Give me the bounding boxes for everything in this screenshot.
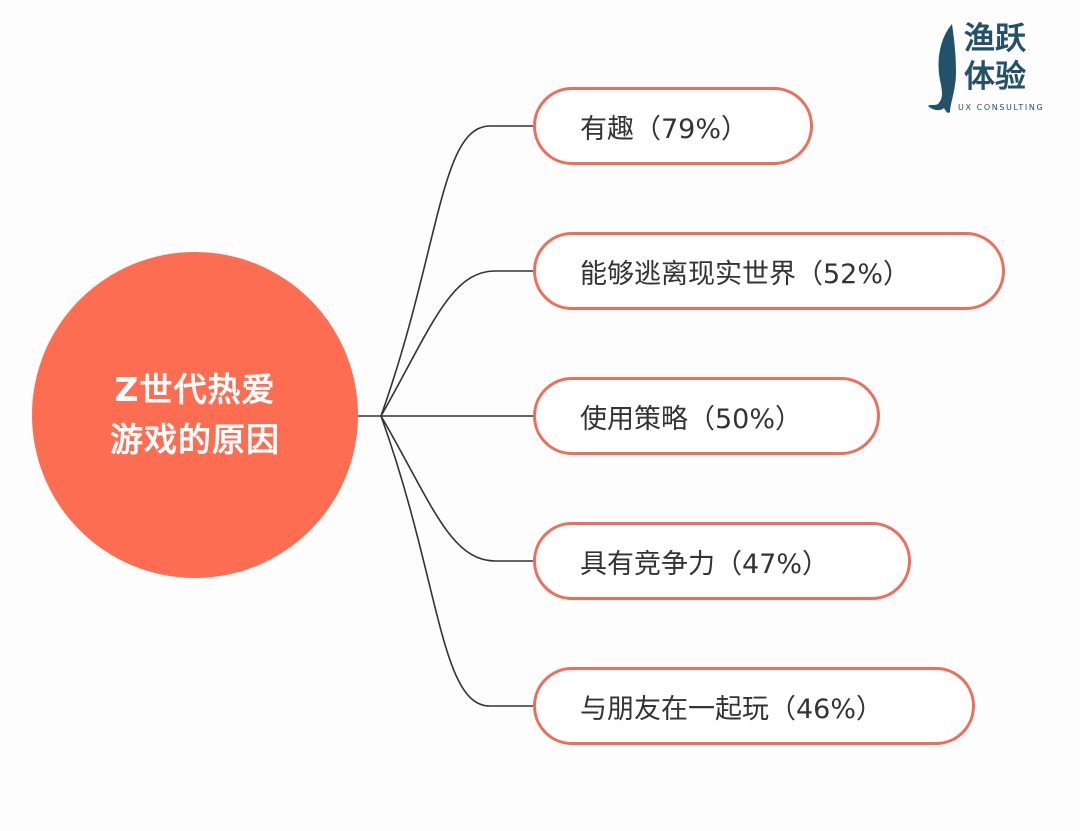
logo-line-2: 体验	[964, 59, 1026, 95]
logo-subtitle: UX CONSULTING	[958, 103, 1045, 112]
branch-node-play-with-friends: 与朋友在一起玩（46%）	[533, 667, 975, 745]
root-title-line-2: 游戏的原因	[110, 420, 280, 459]
root-title-line-1: Z世代热爱	[114, 370, 276, 409]
branch-label: 具有竞争力（47%）	[580, 548, 830, 580]
connector-branch-1	[380, 125, 533, 417]
branch-label: 与朋友在一起玩（46%）	[580, 693, 884, 725]
whale-icon	[928, 24, 956, 113]
branch-label: 使用策略（50%）	[580, 403, 803, 435]
root-topic-node: Z世代热爱 游戏的原因	[32, 252, 358, 578]
branch-node-escape-reality: 能够逃离现实世界（52%）	[533, 232, 1005, 310]
branch-node-fun: 有趣（79%）	[533, 87, 813, 165]
brand-logo: 渔跃 体验 UX CONSULTING	[926, 20, 1056, 116]
logo-text: 渔跃 体验	[964, 20, 1026, 96]
branch-node-competitive: 具有竞争力（47%）	[533, 522, 911, 600]
connector-branch-5	[380, 415, 533, 707]
branch-label: 有趣（79%）	[580, 113, 749, 145]
logo-line-1: 渔跃	[964, 21, 1026, 57]
branch-label: 能够逃离现实世界（52%）	[580, 258, 911, 290]
connector-branch-2	[380, 270, 533, 417]
branch-node-strategy: 使用策略（50%）	[533, 377, 880, 455]
connector-branch-4	[380, 415, 533, 562]
